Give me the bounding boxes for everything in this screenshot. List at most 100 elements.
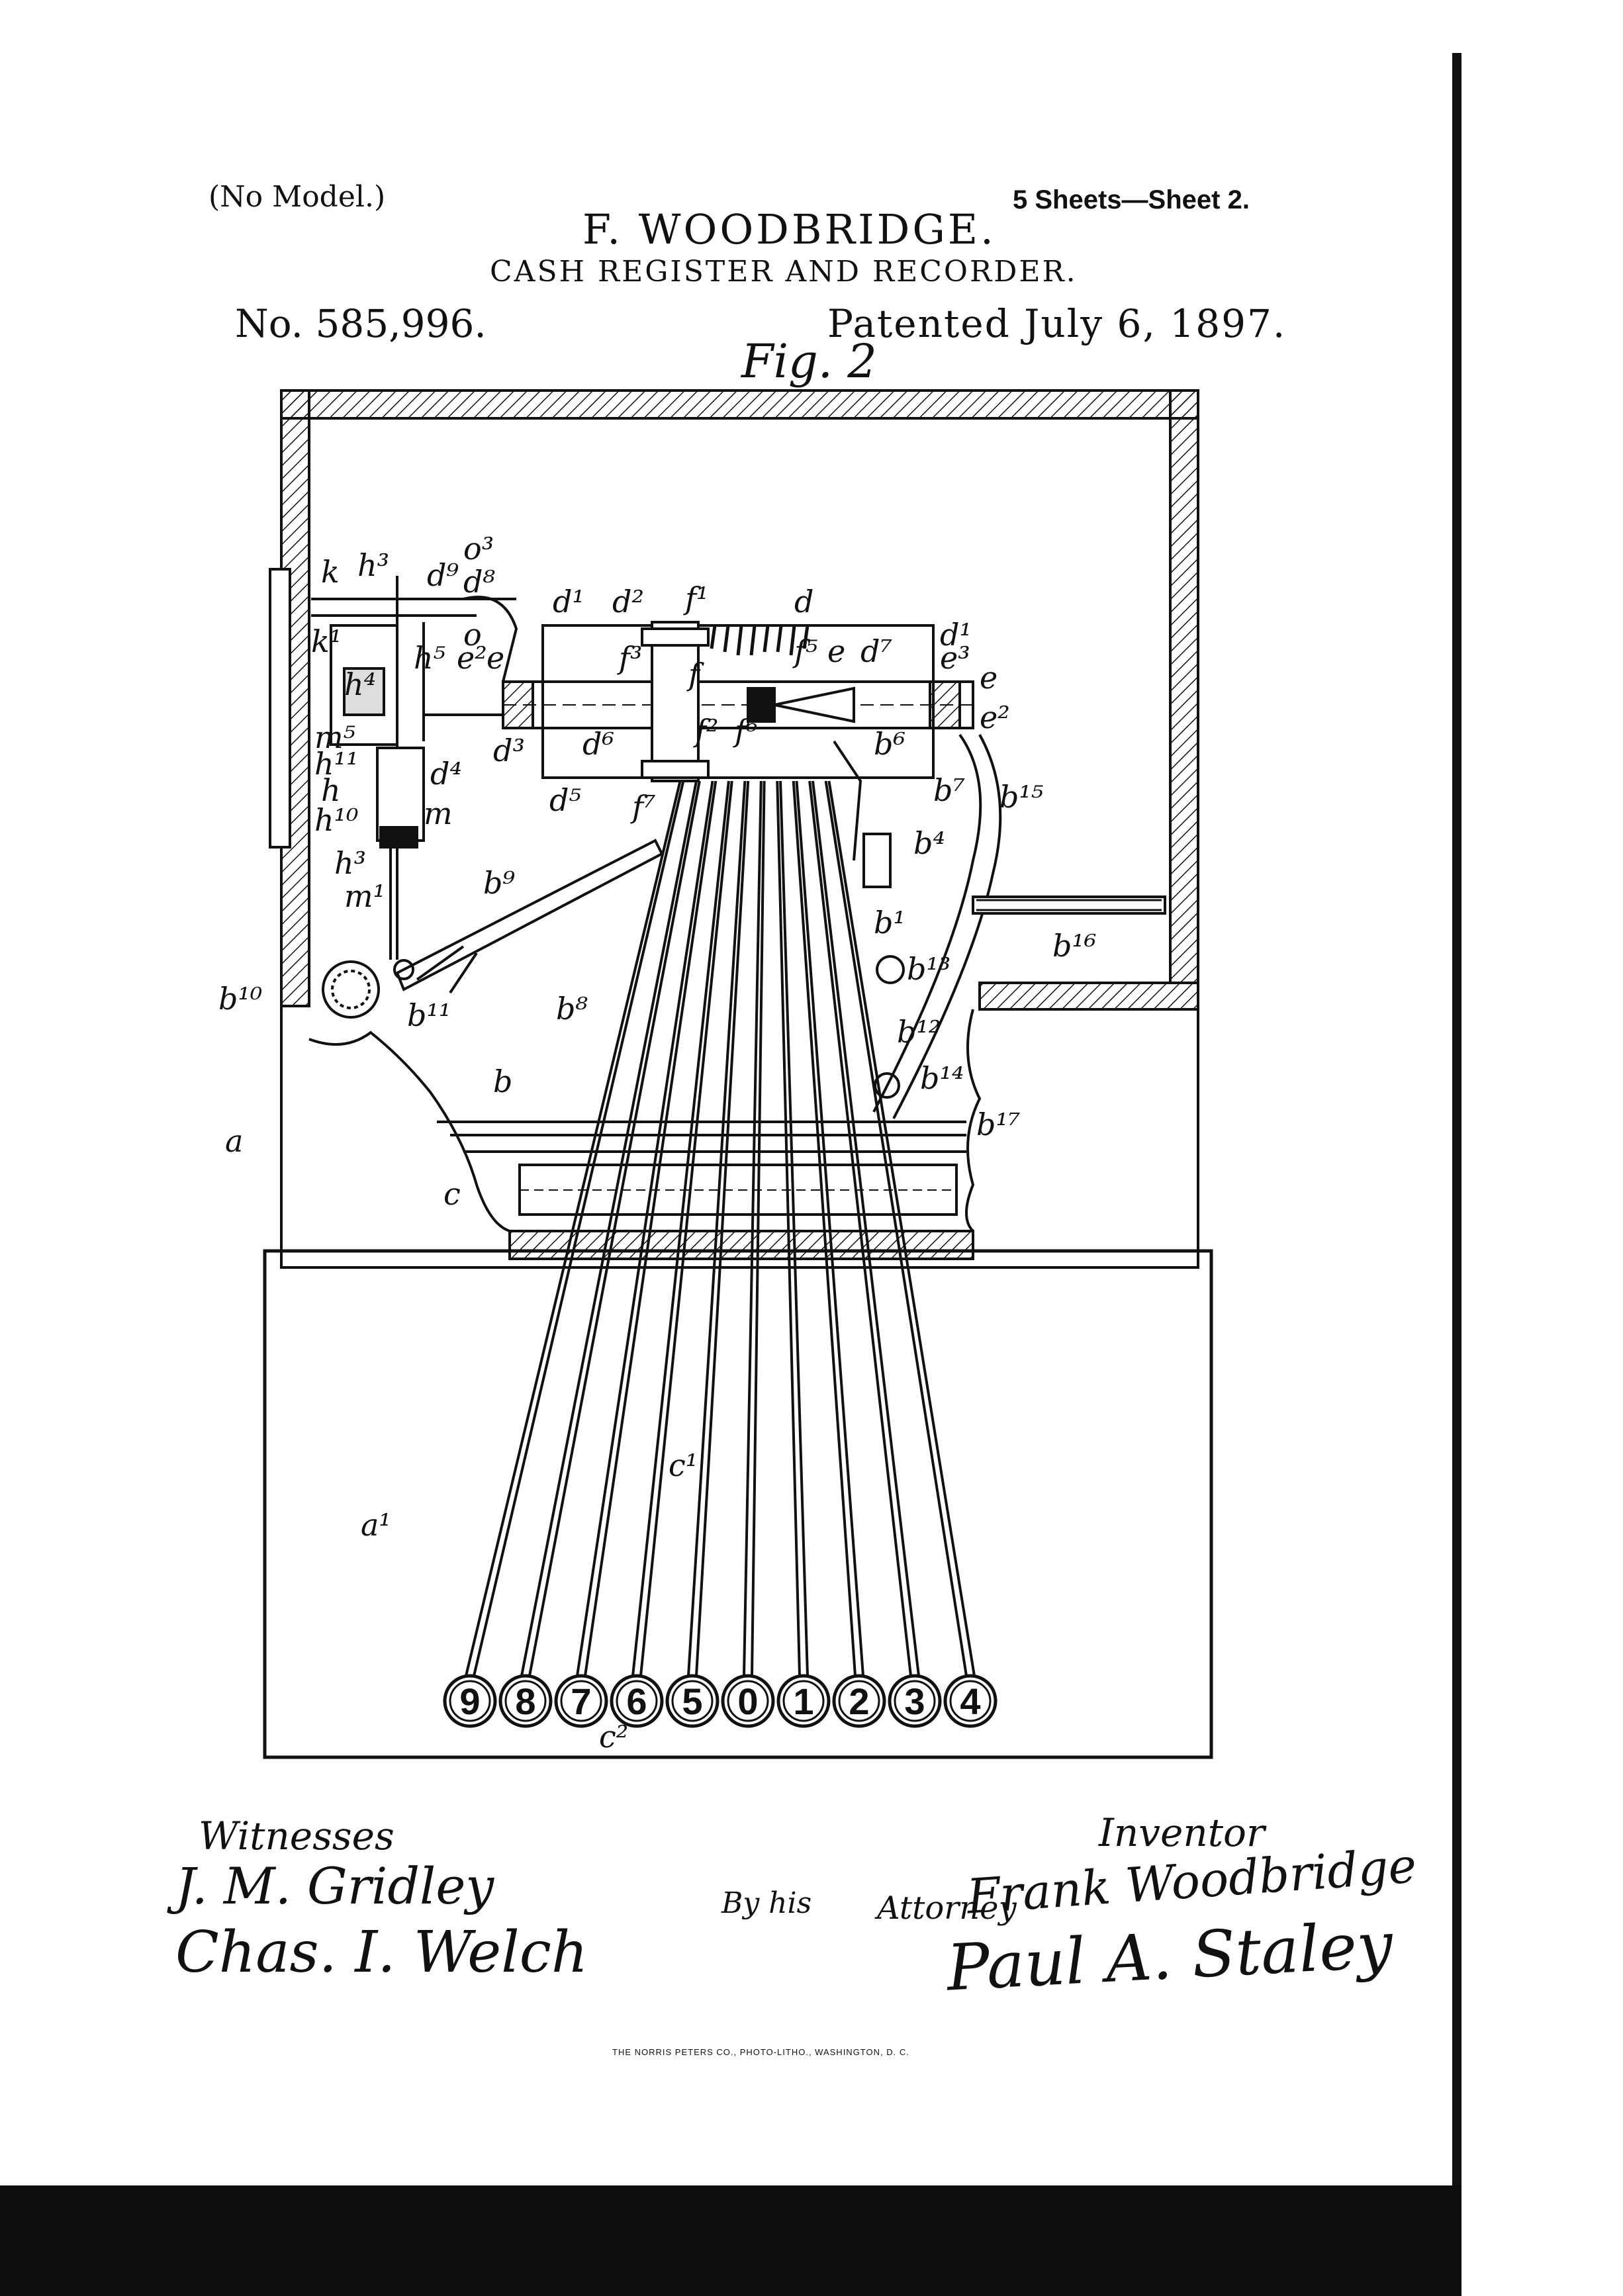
ref-b9: b⁹ [483, 865, 515, 901]
ref-m1: m¹ [344, 878, 385, 914]
ref-d9: d⁹ [427, 557, 459, 593]
key-label-9: 9 [459, 1680, 480, 1722]
key-6: 6 [610, 1674, 664, 1728]
ref-h10: h¹⁰ [314, 802, 359, 838]
ref-d1b: d¹ [940, 617, 972, 653]
key-label-7: 7 [571, 1680, 591, 1722]
key-stem-9 [473, 780, 685, 1676]
ref-b12: b¹² [897, 1014, 941, 1050]
ref-a: a [225, 1123, 243, 1159]
key-8: 8 [498, 1674, 553, 1728]
ref-c1: c¹ [669, 1447, 698, 1483]
ref-h3a: h³ [357, 547, 389, 583]
key-3: 3 [888, 1674, 942, 1728]
ref-b4: b⁴ [913, 825, 945, 861]
inventor-name: F. WOODBRIDGE. [582, 205, 996, 253]
key-stem-4 [827, 780, 976, 1676]
ref-d7: d⁷ [860, 633, 892, 669]
ref-f7: f⁷ [630, 789, 655, 825]
ref-d4: d⁴ [430, 756, 462, 792]
witness-signature-1: J. M. Gridley [175, 1857, 494, 1915]
ref-b7: b⁷ [933, 772, 965, 808]
key-label-3: 3 [904, 1680, 925, 1722]
reference-labels: a a¹ b c c¹ c² k k¹ h³ h⁴ h⁵ m⁵ h¹¹ h h¹… [218, 531, 1096, 1755]
key-stem-0 [751, 780, 766, 1676]
key-stem-2 [795, 780, 864, 1676]
ref-e3: e³ [940, 640, 970, 676]
ref-d1a: d¹ [553, 584, 584, 620]
key-label-2: 2 [849, 1680, 869, 1722]
ref-f5: f⁵ [792, 633, 817, 669]
ref-e-right: e [980, 660, 997, 696]
ref-o: o [463, 617, 482, 653]
key-stem-2 [792, 780, 857, 1676]
scan-edge-bottom [0, 2185, 1461, 2296]
ref-f6: f⁶ [733, 713, 758, 749]
ref-d: d [794, 584, 813, 620]
ref-b1: b¹ [874, 905, 905, 941]
ref-e1: e [487, 640, 504, 676]
ref-c: c [443, 1176, 461, 1212]
patent-title: CASH REGISTER AND RECORDER. [490, 255, 1078, 289]
patent-number: No. 585,996. [235, 301, 487, 346]
key-stems [465, 780, 976, 1676]
no-model-note: (No Model.) [209, 180, 386, 214]
ref-b8: b⁸ [556, 991, 588, 1027]
ref-b: b [493, 1064, 512, 1099]
ref-b6: b⁶ [874, 726, 905, 762]
ref-b13: b¹³ [907, 951, 951, 987]
patent-date: Patented July 6, 1897. [827, 301, 1287, 346]
ref-d8: d⁸ [463, 564, 495, 600]
ref-c2: c² [599, 1719, 628, 1755]
key-stem-1 [776, 780, 801, 1676]
sheet-number: 5 Sheets—Sheet 2. [1013, 185, 1250, 214]
printing-mechanism [311, 576, 518, 960]
witnesses-label: Witnesses [199, 1814, 394, 1859]
key-label-5: 5 [682, 1680, 702, 1722]
key-1: 1 [776, 1674, 831, 1728]
ref-h4: h⁴ [344, 666, 376, 702]
shaft-assembly [502, 621, 974, 782]
attorney-label: Attorney [877, 1890, 1017, 1927]
ref-m5: m⁵ [314, 719, 355, 755]
lithographer-credit: THE NORRIS PETERS CO., PHOTO-LITHO., WAS… [612, 2047, 909, 2057]
ref-f1: f¹ [683, 580, 708, 616]
key-label-4: 4 [960, 1680, 980, 1722]
ref-h3b: h³ [334, 845, 366, 881]
ref-b16: b¹⁶ [1052, 928, 1096, 964]
break-line-right [965, 1009, 982, 1232]
key-stem-3 [808, 780, 912, 1676]
key-label-1: 1 [793, 1680, 813, 1722]
ref-m: m [424, 796, 453, 831]
keyboard-box [263, 1249, 1213, 1759]
ref-d6: d⁶ [582, 726, 614, 762]
display-plate [269, 568, 291, 849]
ref-d3: d³ [493, 733, 525, 768]
ref-e2b: e² [980, 700, 1010, 735]
key-stem-7 [576, 780, 714, 1676]
scan-edge-right [1452, 53, 1461, 2237]
witness-signature-2: Chas. I. Welch [175, 1919, 588, 1986]
key-4: 4 [943, 1674, 997, 1728]
ref-b10: b¹⁰ [218, 981, 262, 1017]
inventor-label: Inventor [1099, 1810, 1265, 1855]
key-stem-5 [687, 780, 747, 1676]
break-line [308, 1031, 510, 1232]
key-label-0: 0 [737, 1680, 758, 1722]
ref-o3: o³ [463, 531, 494, 567]
ref-b14: b¹⁴ [920, 1060, 964, 1096]
ref-e: e [827, 633, 845, 669]
ref-b11: b¹¹ [407, 997, 451, 1033]
key-stem-6 [639, 780, 733, 1676]
key-stem-9 [465, 780, 682, 1676]
key-7: 7 [554, 1674, 608, 1728]
ref-k1: k¹ [311, 623, 342, 659]
key-stem-0 [743, 780, 763, 1676]
ref-b15: b¹⁵ [999, 779, 1043, 815]
key-stem-1 [779, 780, 809, 1676]
ref-e2a: e² [457, 640, 487, 676]
case-outline [280, 1006, 1199, 1269]
key-stem-3 [811, 780, 920, 1676]
ref-a1: a¹ [361, 1507, 391, 1543]
